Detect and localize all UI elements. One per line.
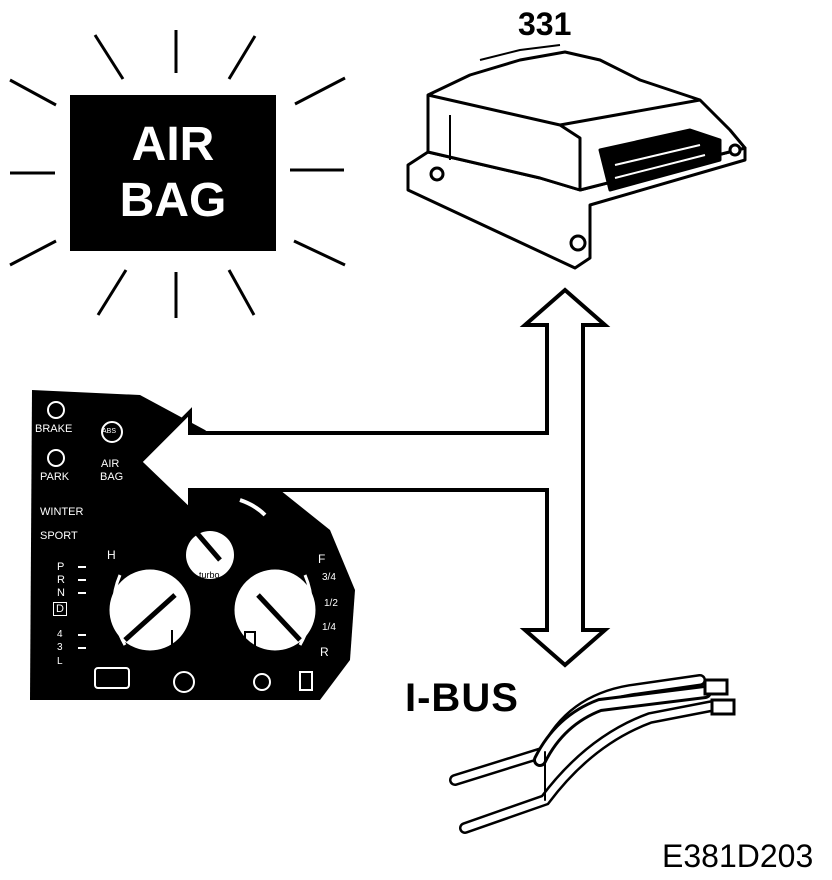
airbag-control-module-icon: [406, 44, 747, 270]
winter-label: WINTER: [40, 506, 84, 518]
signal-arrow: [137, 287, 611, 668]
fuel-pump-icon: [299, 671, 313, 691]
fuel-quarter-label: 1/4: [322, 622, 336, 633]
figure-code-label: E381D203: [662, 838, 814, 874]
temp-needle: [123, 593, 177, 642]
abs-icon: [101, 421, 123, 443]
airbag-warning-lamp: AIR BAG: [70, 95, 276, 251]
gearbox-warning-icon: [173, 671, 195, 693]
warning-lamp-line2: BAG: [119, 174, 227, 227]
gear-label-3: 3: [57, 642, 63, 653]
sport-label: SPORT: [40, 530, 78, 542]
wire-harness-icon: [449, 674, 736, 834]
turbo-label: turbo: [199, 570, 220, 580]
fuel-gauge-pump-icon: [244, 631, 256, 649]
gear-label-p: P: [57, 561, 65, 573]
fuel-full-label: F: [318, 552, 326, 566]
temp-low-label: L: [115, 640, 122, 654]
gear-label-d: D: [53, 602, 67, 616]
brake-warning-icon: [47, 401, 65, 419]
module-number-label: 331: [518, 6, 572, 42]
cluster-airbag-line2: BAG: [100, 471, 124, 483]
coolant-temp-icon: [164, 630, 186, 653]
cluster-airbag-line1: AIR: [101, 458, 120, 470]
gear-label-n: N: [57, 587, 65, 599]
fuel-needle: [256, 593, 302, 642]
cluster-symbols: [47, 401, 313, 693]
bus-name-label: I-BUS: [405, 676, 519, 720]
fuel-reserve-label: R: [320, 645, 329, 659]
fuel-half-label: 1/2: [324, 598, 338, 609]
gear-label-r: R: [57, 574, 65, 586]
fuel-three-quarter-label: 3/4: [322, 572, 336, 583]
gear-label-4: 4: [57, 629, 63, 640]
temp-high-label: H: [107, 548, 116, 562]
abs-label: ABS: [102, 428, 117, 435]
flash-rays: [9, 30, 346, 318]
warning-lamp-line1: AIR: [131, 118, 215, 171]
brake-label: BRAKE: [35, 423, 73, 435]
park-label: PARK: [40, 471, 70, 483]
gear-label-l: L: [57, 656, 63, 667]
check-engine-icon: [94, 667, 130, 689]
turbo-gauge: [186, 531, 234, 579]
turbo-needle: [188, 523, 222, 562]
parking-brake-icon: [47, 449, 65, 467]
headlight-icon: [253, 673, 271, 691]
